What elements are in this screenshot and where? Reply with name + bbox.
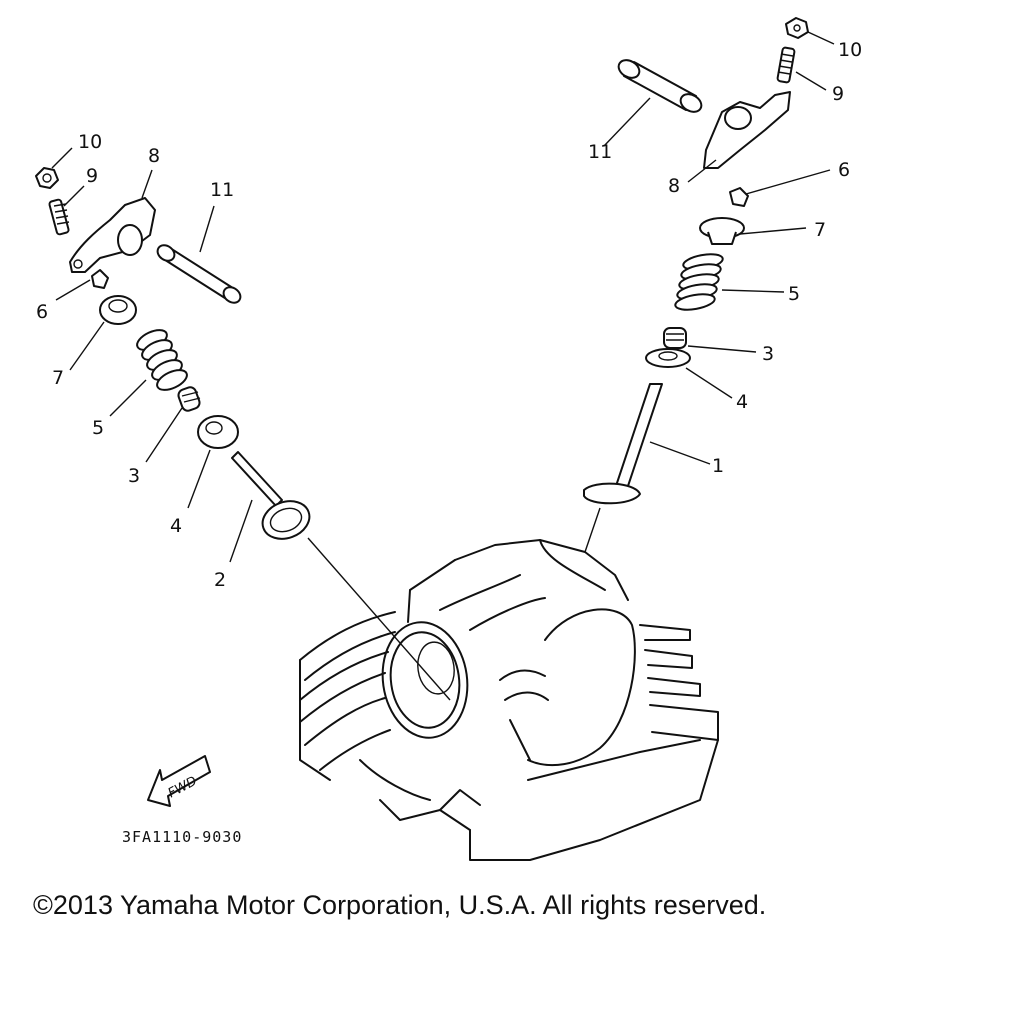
valve-2-intake [231, 451, 311, 540]
rocker-arm-8-right [703, 91, 791, 169]
callout-right-3: 3 [762, 343, 774, 365]
callout-left-5: 5 [92, 417, 104, 439]
spring-retainer-7-right [699, 217, 745, 245]
callout-left-4: 4 [170, 515, 182, 537]
callout-right-4: 4 [736, 391, 748, 413]
spring-retainer-7-left [99, 295, 137, 325]
adjuster-screw-9-left [48, 198, 70, 236]
adjuster-screw-9-right [776, 46, 796, 84]
valve-cotter-6-left [91, 269, 109, 289]
callout-left-10: 10 [78, 131, 102, 153]
fwd-label: FWD [166, 774, 200, 801]
callout-left-6: 6 [36, 301, 48, 323]
callout-labels: 10 9 8 11 6 7 5 3 4 2 10 9 11 8 6 7 5 3 … [36, 39, 862, 591]
left-valve-assembly [35, 167, 451, 701]
callout-left-11: 11 [210, 179, 234, 201]
callout-right-6: 6 [838, 159, 850, 181]
rocker-shaft-11-right [617, 59, 703, 113]
callout-left-2: 2 [214, 569, 226, 591]
drawing-code: 3FA1110-9030 [122, 828, 242, 846]
callout-right-7: 7 [814, 219, 826, 241]
rocker-arm-8-left [69, 197, 156, 273]
cylinder-head [299, 539, 719, 861]
callout-right-11: 11 [588, 141, 612, 163]
nut-10-right [785, 17, 809, 39]
leader-lines [51, 31, 835, 563]
valve-cotter-6-right [729, 187, 749, 207]
oil-seal-3-right [663, 327, 687, 349]
callout-left-3: 3 [128, 465, 140, 487]
forward-direction-arrow: FWD [147, 755, 211, 807]
callout-right-1: 1 [712, 455, 724, 477]
valve-spring-5-left [136, 329, 188, 391]
callout-left-9: 9 [86, 165, 98, 187]
spring-seat-4-right [645, 348, 691, 368]
nut-10-left [35, 167, 59, 189]
copyright-notice: ©2013 Yamaha Motor Corporation, U.S.A. A… [33, 890, 767, 920]
callout-right-5: 5 [788, 283, 800, 305]
callout-left-7: 7 [52, 367, 64, 389]
valve-spring-5-right [674, 253, 724, 311]
callout-right-8: 8 [668, 175, 680, 197]
oil-seal-3-left [177, 386, 201, 412]
rocker-shaft-11-left [156, 244, 242, 304]
callout-right-10: 10 [838, 39, 862, 61]
right-valve-assembly [583, 17, 809, 553]
callout-right-9: 9 [832, 83, 844, 105]
valve-1-exhaust [583, 383, 663, 505]
callout-left-8: 8 [148, 145, 160, 167]
spring-seat-4-left [197, 415, 239, 449]
